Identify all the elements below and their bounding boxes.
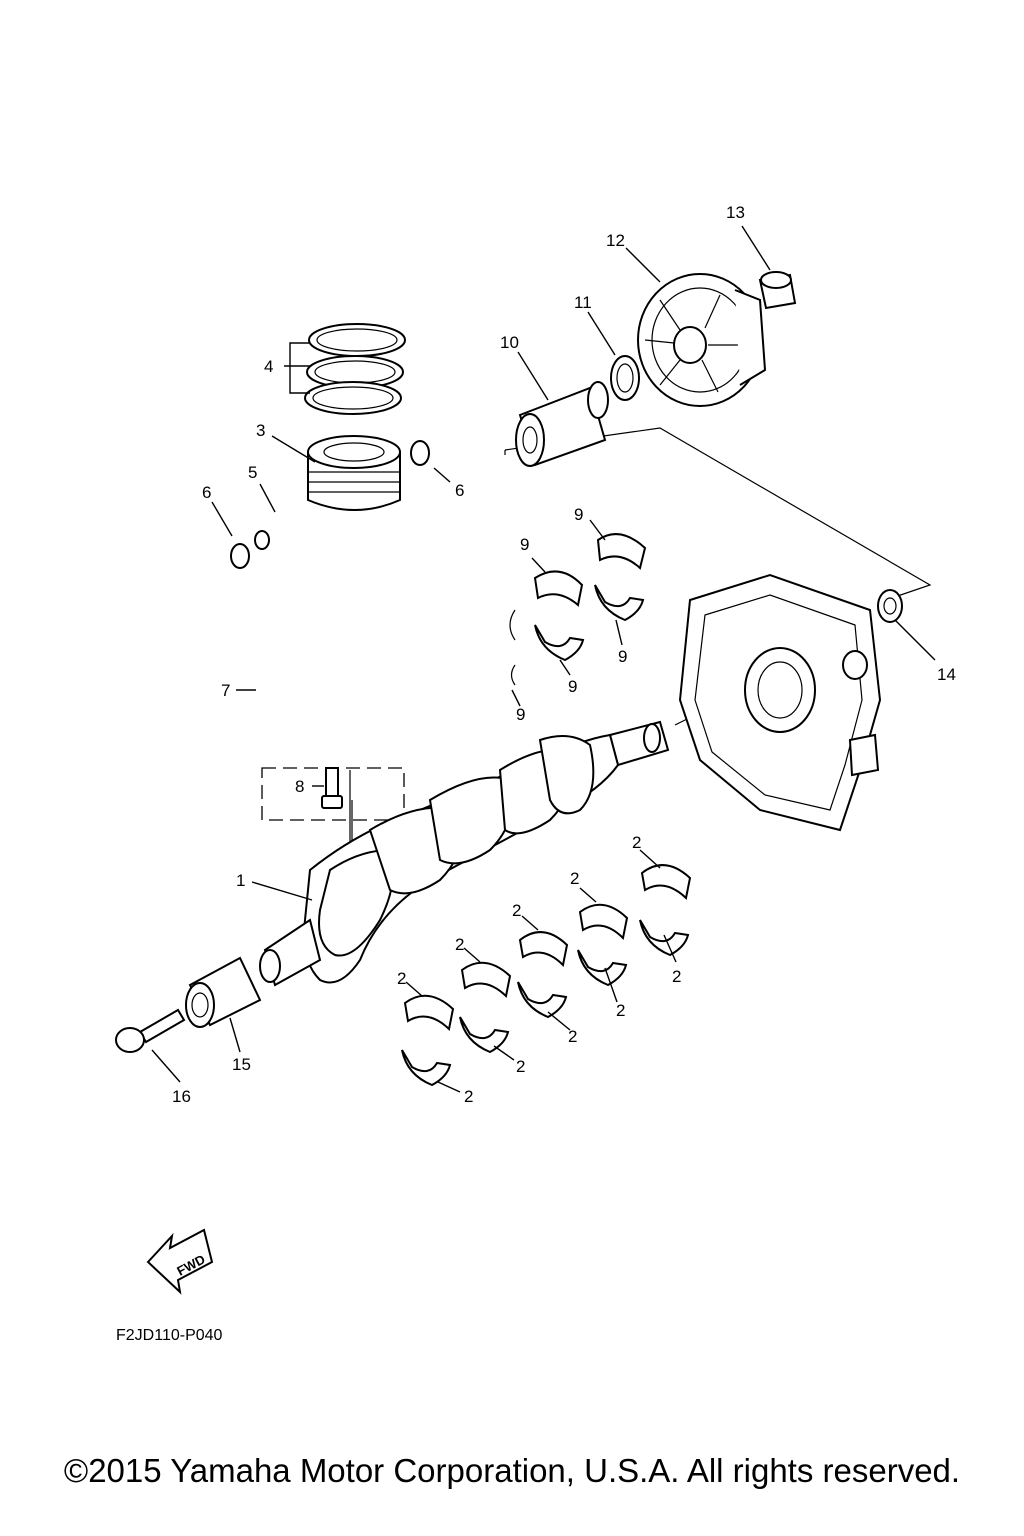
- callout-9-d: 9: [568, 677, 577, 696]
- callout-10: 10: [500, 333, 519, 352]
- callout-6-left: 6: [202, 483, 211, 502]
- callout-15: 15: [232, 1055, 251, 1074]
- conrod-bolt: [321, 767, 343, 809]
- callout-8: 8: [295, 777, 304, 796]
- callout-2-d: 2: [455, 935, 464, 954]
- rotor-plate: [637, 273, 767, 407]
- callout-5: 5: [248, 463, 257, 482]
- callout-9-b: 9: [520, 535, 529, 554]
- callout-2-h: 2: [568, 1027, 577, 1046]
- leader-lines: [151, 225, 936, 1093]
- callout-1: 1: [236, 871, 245, 890]
- drawing-code: F2JD110-P040: [116, 1327, 223, 1344]
- pump-shaft: [515, 381, 609, 467]
- bearings-2: [401, 864, 692, 1087]
- crankcase-cover: [678, 573, 882, 832]
- callout-11: 11: [574, 293, 592, 312]
- callout-2-a: 2: [632, 833, 641, 852]
- callout-9-e: 9: [516, 705, 525, 724]
- bearings-9: [509, 533, 647, 686]
- copyright-notice: ©2015 Yamaha Motor Corporation, U.S.A. A…: [63, 1452, 961, 1489]
- callout-2-g: 2: [616, 1001, 625, 1020]
- callout-labels: 13 12 11 10 4 3 5 6 6 7 8 9 9 9 9 9 14 1…: [172, 203, 956, 1106]
- callout-14: 14: [937, 665, 956, 684]
- callout-2-c: 2: [512, 901, 521, 920]
- piston-rings: [304, 323, 406, 415]
- coupling: [185, 956, 262, 1028]
- callout-3: 3: [256, 421, 265, 440]
- fwd-arrow-icon: FWD: [146, 1228, 214, 1295]
- piston: [307, 435, 401, 511]
- callout-9-c: 9: [618, 647, 627, 666]
- callout-9-a: 9: [574, 505, 583, 524]
- callout-2-i: 2: [516, 1057, 525, 1076]
- circlips: [230, 440, 430, 569]
- callout-2-j: 2: [464, 1087, 473, 1106]
- callout-2-f: 2: [672, 967, 681, 986]
- callout-6-right: 6: [455, 481, 464, 500]
- plug: [758, 271, 797, 310]
- flange-bolt: [115, 1008, 186, 1053]
- callout-13: 13: [726, 203, 745, 222]
- crankshaft: [259, 720, 670, 987]
- callout-7: 7: [221, 681, 230, 700]
- callout-12: 12: [606, 231, 625, 250]
- callout-16: 16: [172, 1087, 191, 1106]
- callout-2-b: 2: [570, 869, 579, 888]
- oil-seal: [610, 355, 640, 401]
- callout-2-e: 2: [397, 969, 406, 988]
- seal-plug: [877, 589, 903, 623]
- callout-4: 4: [264, 357, 273, 376]
